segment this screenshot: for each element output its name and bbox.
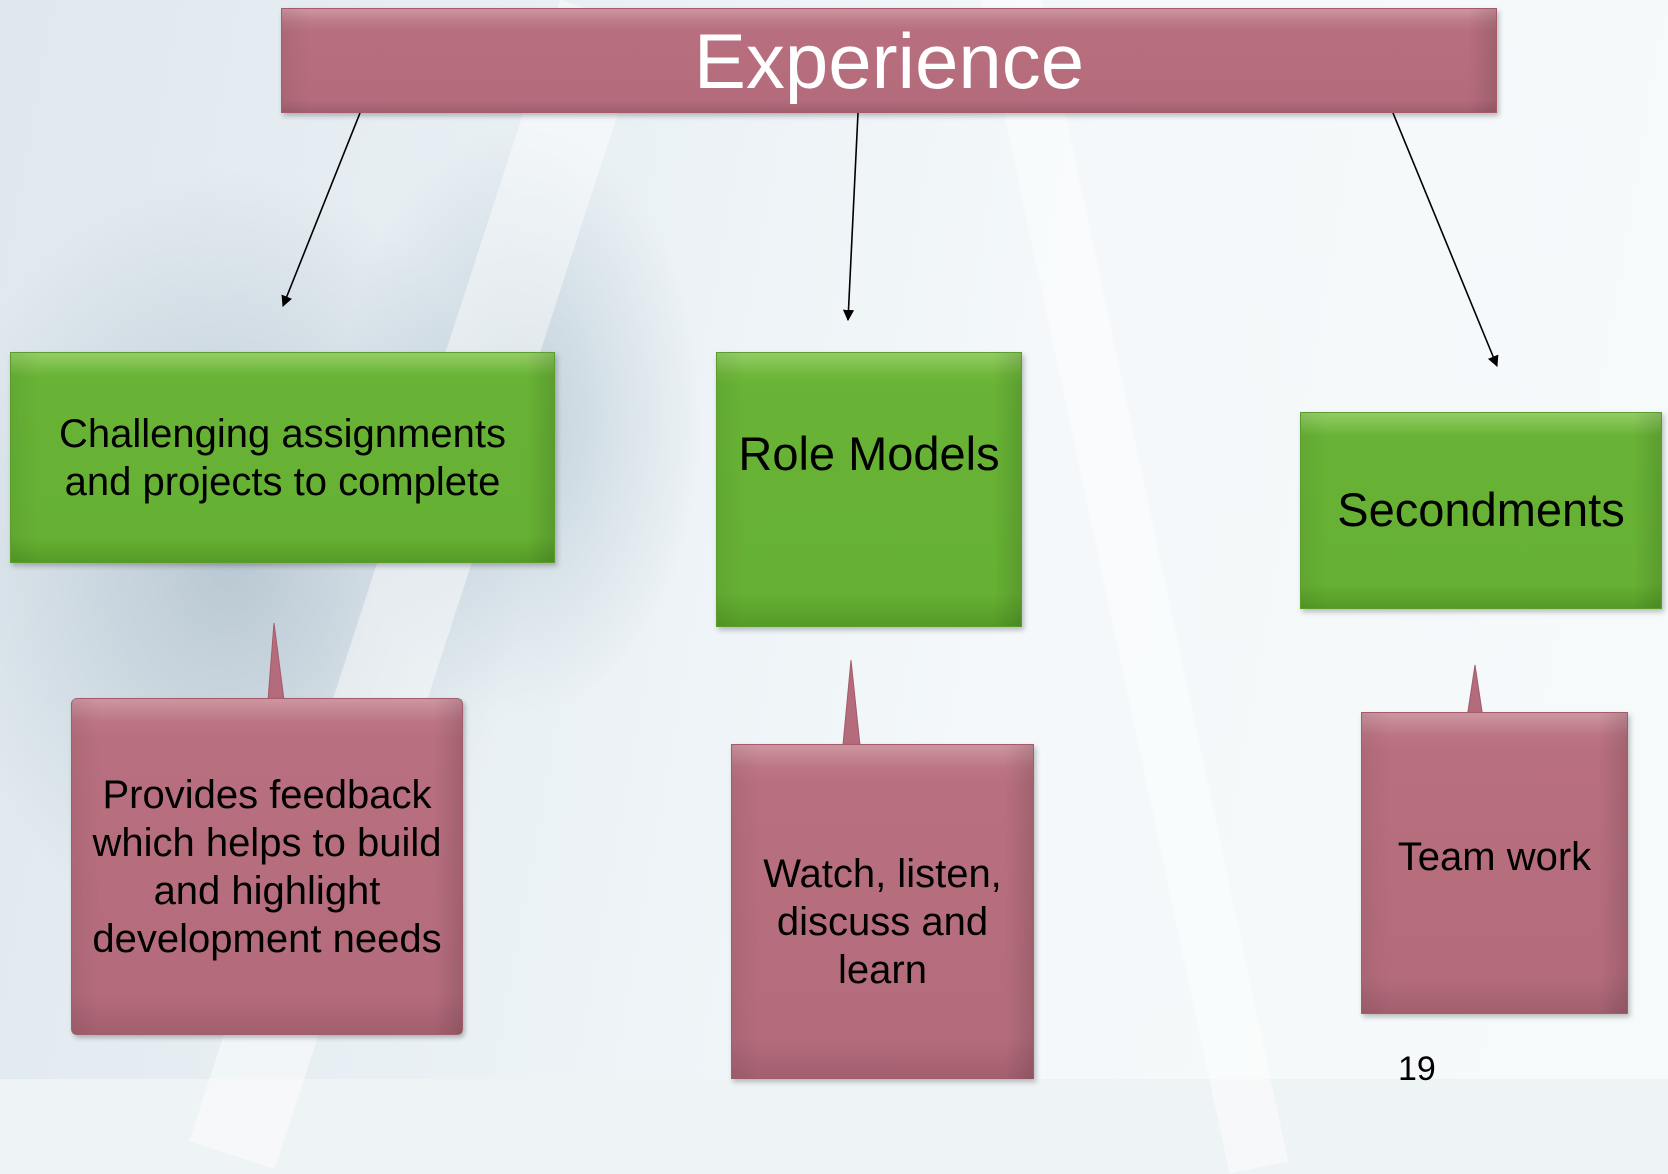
callout-box-secondments: Team work [1361, 712, 1628, 1014]
branch-label: Challenging assignments and projects to … [59, 411, 506, 504]
callout-text: Provides feedback which helps to build a… [92, 772, 442, 961]
callout-text: Team work [1397, 835, 1592, 879]
diagram-title: Experience [693, 16, 1085, 105]
branch-label: Role Models [738, 427, 1000, 481]
branch-label: Secondments [1337, 483, 1625, 537]
branch-box-challenging: Challenging assignments and projects to … [10, 352, 555, 563]
page-number: 19 [1398, 1050, 1436, 1088]
title-box: Experience [281, 8, 1497, 113]
callout-box-challenging: Provides feedback which helps to build a… [71, 698, 463, 1035]
callout-text: Watch, listen, discuss and learn [763, 852, 1002, 992]
branch-box-role-models: Role Models [716, 352, 1022, 627]
callout-box-role-models: Watch, listen, discuss and learn [731, 744, 1034, 1079]
branch-box-secondments: Secondments [1300, 412, 1662, 609]
